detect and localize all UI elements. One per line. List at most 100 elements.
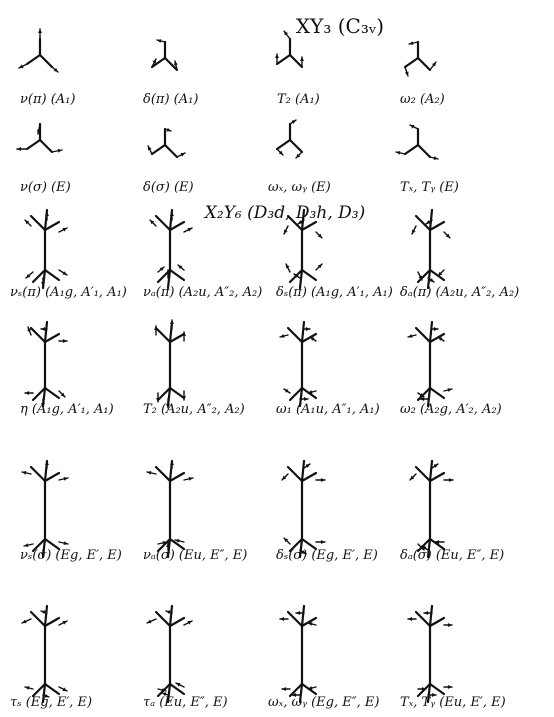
bond <box>300 459 306 483</box>
bond <box>414 610 432 628</box>
bond <box>163 56 179 72</box>
mode-label: δₛ(π) (A₁g, A′₁, A₁) <box>276 285 393 300</box>
arrow-head <box>45 212 49 217</box>
arrow-head <box>317 233 322 238</box>
arrow-head <box>38 29 42 34</box>
arrow-head <box>63 541 68 546</box>
arrow-head <box>410 475 415 480</box>
bond <box>288 138 304 154</box>
bond <box>300 268 318 282</box>
arrow-head <box>298 220 303 224</box>
arrow-head <box>294 274 299 278</box>
arrow-head <box>296 153 301 158</box>
bond <box>168 616 186 628</box>
arrow-head <box>41 402 45 407</box>
arrow-head <box>280 334 285 338</box>
arrow-head <box>170 320 174 325</box>
bond <box>31 537 47 553</box>
arrow-head <box>278 150 283 155</box>
arrow-head <box>419 545 424 550</box>
mode-label: Tₓ, Tᵧ (Eu, E′, E) <box>400 695 506 710</box>
mode-label: νₛ(σ) (Eg, E′, E) <box>20 548 122 563</box>
arrow-head <box>408 617 413 621</box>
bond <box>43 537 61 551</box>
bond <box>25 53 42 66</box>
bond <box>156 537 172 553</box>
arrow-head <box>429 278 434 282</box>
arrow-head <box>282 687 287 691</box>
arrow-head <box>320 478 325 482</box>
arrow-head <box>62 621 67 625</box>
bond <box>428 537 446 551</box>
bond <box>168 471 186 483</box>
arrow-head <box>305 464 310 468</box>
bond <box>154 465 172 483</box>
arrow-head <box>432 62 436 67</box>
arrow-head <box>308 390 313 394</box>
bond <box>43 604 49 628</box>
bond <box>41 682 47 704</box>
bond <box>43 220 61 232</box>
bond <box>428 682 446 696</box>
arrow-head <box>424 611 429 615</box>
bond <box>416 56 432 72</box>
arrow-head <box>433 327 438 331</box>
bond <box>298 537 304 559</box>
bond <box>428 471 446 483</box>
bond <box>428 220 446 232</box>
arrow-head <box>175 538 180 543</box>
arrow-head <box>308 622 313 626</box>
bond <box>300 320 306 344</box>
arrow-head <box>152 59 156 64</box>
arrow-head <box>62 228 67 232</box>
arrow-head <box>166 610 171 615</box>
mode-label: τₛ (Eg, E′, E) <box>10 695 92 710</box>
bond <box>43 320 49 344</box>
arrow-head <box>303 397 308 401</box>
bond <box>300 537 318 551</box>
arrow-head <box>409 41 414 46</box>
mode-label: ω₂ (A₂) <box>400 92 445 107</box>
bond <box>414 214 432 232</box>
mode-label: ν(π) (A₁) <box>20 92 75 107</box>
bond <box>154 610 172 628</box>
arrow-head <box>433 156 438 160</box>
arrow-head <box>435 540 440 544</box>
arrow-head <box>412 229 416 234</box>
bond <box>403 143 420 156</box>
arrow-head <box>63 476 68 481</box>
arrow-head <box>36 129 41 134</box>
bond <box>288 537 304 553</box>
mode-label: ω₂ (A₂g, A′₂, A₂) <box>400 402 502 417</box>
mode-figures <box>16 28 454 704</box>
mode-label: νₐ(π) (A₂u, A″₂, A₂) <box>143 285 262 300</box>
arrow-head <box>419 393 424 397</box>
arrow-head <box>291 120 296 124</box>
bond <box>31 386 47 402</box>
bond <box>300 220 318 232</box>
arrow-head <box>447 623 452 627</box>
arrow-head <box>296 611 301 615</box>
arrow-head <box>286 264 290 269</box>
mode-label: δ(π) (A₁) <box>143 92 198 107</box>
arrow-head <box>282 475 287 480</box>
bond <box>38 53 54 69</box>
arrow-head <box>162 692 167 697</box>
arrow-head <box>41 610 46 615</box>
bond <box>298 386 304 408</box>
bond <box>403 56 420 69</box>
bond <box>428 268 446 282</box>
arrow-head <box>284 229 288 234</box>
bond <box>288 682 304 698</box>
mode-label: δₐ(σ) (Eu, E″, E) <box>400 548 504 563</box>
arrow-head <box>396 150 401 155</box>
arrow-head <box>53 67 58 72</box>
bond <box>428 604 434 628</box>
arrow-head <box>284 538 289 543</box>
bond <box>275 138 292 151</box>
arrow-head <box>22 470 27 475</box>
bond <box>25 138 42 151</box>
arrow-head <box>62 271 67 275</box>
arrow-head <box>300 57 304 62</box>
arrow-head <box>422 546 427 550</box>
